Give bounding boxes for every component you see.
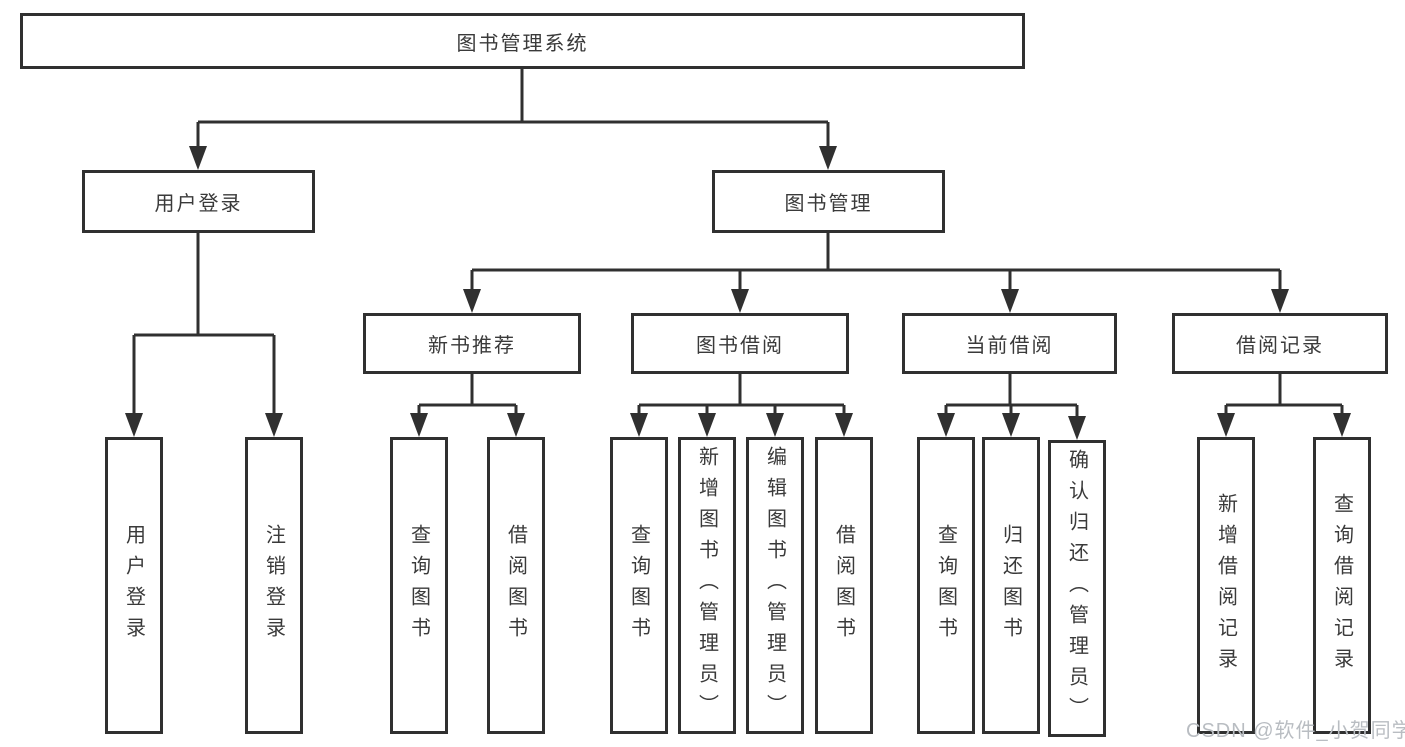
node-add-borrow-record: 新增借阅记录 <box>1197 437 1255 734</box>
node-label: 查询图书 <box>407 523 430 648</box>
node-query-books-recommend: 查询图书 <box>390 437 448 734</box>
node-logout: 注销登录 <box>245 437 303 734</box>
node-label: 图书管理系统 <box>456 32 589 55</box>
node-return-books: 归还图书 <box>982 437 1040 734</box>
node-book-borrowing: 图书借阅 <box>631 313 849 374</box>
node-label: 查询借阅记录 <box>1330 492 1353 679</box>
node-label: 借阅图书 <box>504 523 527 648</box>
node-label: 查询图书 <box>627 523 650 648</box>
node-query-borrow-record: 查询借阅记录 <box>1313 437 1371 734</box>
node-borrow-books-action: 借阅图书 <box>815 437 873 734</box>
node-label: 新书推荐 <box>428 335 516 357</box>
node-label: 确认归还（管理员） <box>1065 449 1088 728</box>
node-label: 查询图书 <box>934 523 957 648</box>
node-label: 注销登录 <box>262 523 285 648</box>
node-user-login-action: 用户登录 <box>105 437 163 734</box>
node-label: 编辑图书（管理员） <box>763 446 786 725</box>
node-edit-books-admin: 编辑图书（管理员） <box>746 437 804 734</box>
node-query-books-borrow: 查询图书 <box>610 437 668 734</box>
arrowheads <box>125 146 1351 440</box>
node-confirm-return-admin: 确认归还（管理员） <box>1048 440 1106 737</box>
node-label: 新增图书（管理员） <box>695 446 718 725</box>
node-current-borrowing: 当前借阅 <box>902 313 1117 374</box>
node-label: 用户登录 <box>154 193 243 215</box>
node-label: 图书借阅 <box>696 335 784 357</box>
node-library-management-system: 图书管理系统 <box>20 13 1025 69</box>
watermark-csdn: CSDN @软件_小贺同学 <box>1186 720 1405 742</box>
node-label: 图书管理 <box>784 193 873 215</box>
node-label: 新增借阅记录 <box>1214 492 1237 679</box>
node-borrowing-records: 借阅记录 <box>1172 313 1388 374</box>
node-label: 归还图书 <box>999 523 1022 648</box>
node-label: 借阅图书 <box>832 523 855 648</box>
node-label: 借阅记录 <box>1236 335 1324 357</box>
node-book-management: 图书管理 <box>712 170 945 233</box>
node-new-book-recommendation: 新书推荐 <box>363 313 581 374</box>
node-borrow-books-recommend: 借阅图书 <box>487 437 545 734</box>
node-add-books-admin: 新增图书（管理员） <box>678 437 736 734</box>
node-label: 用户登录 <box>122 523 145 648</box>
node-query-books-current: 查询图书 <box>917 437 975 734</box>
node-user-login: 用户登录 <box>82 170 315 233</box>
node-label: 当前借阅 <box>965 335 1054 357</box>
